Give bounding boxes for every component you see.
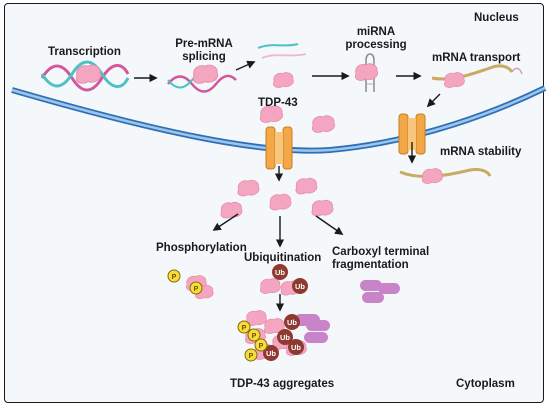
carboxyl-fragmentation-label: Carboxyl terminal fragmentation	[332, 246, 429, 272]
svg-text:Ub: Ub	[287, 318, 297, 327]
nuclear-pore-left	[265, 126, 293, 170]
nuclear-pore-right	[398, 113, 426, 155]
mirna-hairpin	[354, 53, 379, 92]
pre-mrna-line: Pre-mRNA	[175, 38, 233, 50]
fragmentation-line: fragmentation	[332, 259, 409, 271]
dna-helix	[40, 60, 130, 92]
splicing-line: splicing	[182, 51, 226, 63]
carboxyl-line: Carboxyl terminal	[332, 246, 430, 258]
ubiquitination-cluster: Ub Ub	[260, 264, 308, 296]
aggregate-cluster: Ub Ub Ub Ub P P P P	[237, 310, 330, 362]
phosphorylation-label: Phosphorylation	[156, 242, 247, 254]
svg-text:P: P	[259, 343, 264, 350]
tdp43-label: TDP-43	[258, 97, 298, 109]
flow-arrows	[134, 60, 441, 312]
transcription-label: Transcription	[48, 46, 121, 58]
mrna-stability-label: mRNA stability	[440, 146, 522, 158]
mrna-stability-strand	[399, 168, 492, 184]
pre-mrna-splicing-label: Pre-mRNA splicing	[168, 38, 240, 64]
svg-text:Ub: Ub	[295, 282, 305, 291]
svg-text:Ub: Ub	[280, 333, 290, 342]
svg-text:P: P	[194, 286, 199, 293]
svg-text:P: P	[172, 274, 177, 281]
svg-text:P: P	[242, 325, 247, 332]
mirna-processing-label: miRNA processing	[340, 26, 412, 52]
cytoplasm-label: Cytoplasm	[456, 378, 515, 390]
svg-text:Ub: Ub	[291, 343, 301, 352]
arrow-to-phosphorylation	[212, 213, 239, 231]
mrna-transport-label: mRNA transport	[432, 52, 521, 64]
nuclear-membrane-inner	[11, 86, 546, 152]
pre-mrna-strand	[167, 64, 237, 93]
svg-text:Ub: Ub	[275, 268, 285, 277]
mrna-transport-strand	[431, 64, 523, 88]
processing-line: processing	[345, 39, 407, 51]
carboxyl-fragments	[360, 280, 400, 303]
spliced-rna	[257, 43, 307, 88]
svg-text:Ub: Ub	[266, 349, 276, 358]
arrow-transport-pore	[426, 93, 441, 108]
phosphorylation-cluster: P P	[167, 269, 214, 300]
aggregates-label: TDP-43 aggregates	[230, 378, 335, 390]
svg-text:P: P	[252, 333, 257, 340]
nucleus-label: Nucleus	[474, 12, 519, 24]
ubiquitination-label: Ubiquitination	[244, 252, 322, 264]
arrow-splicing-rna	[235, 60, 256, 71]
arrow-to-fragmentation	[315, 215, 344, 235]
mirna-line: miRNA	[356, 26, 396, 38]
svg-text:P: P	[249, 353, 254, 360]
